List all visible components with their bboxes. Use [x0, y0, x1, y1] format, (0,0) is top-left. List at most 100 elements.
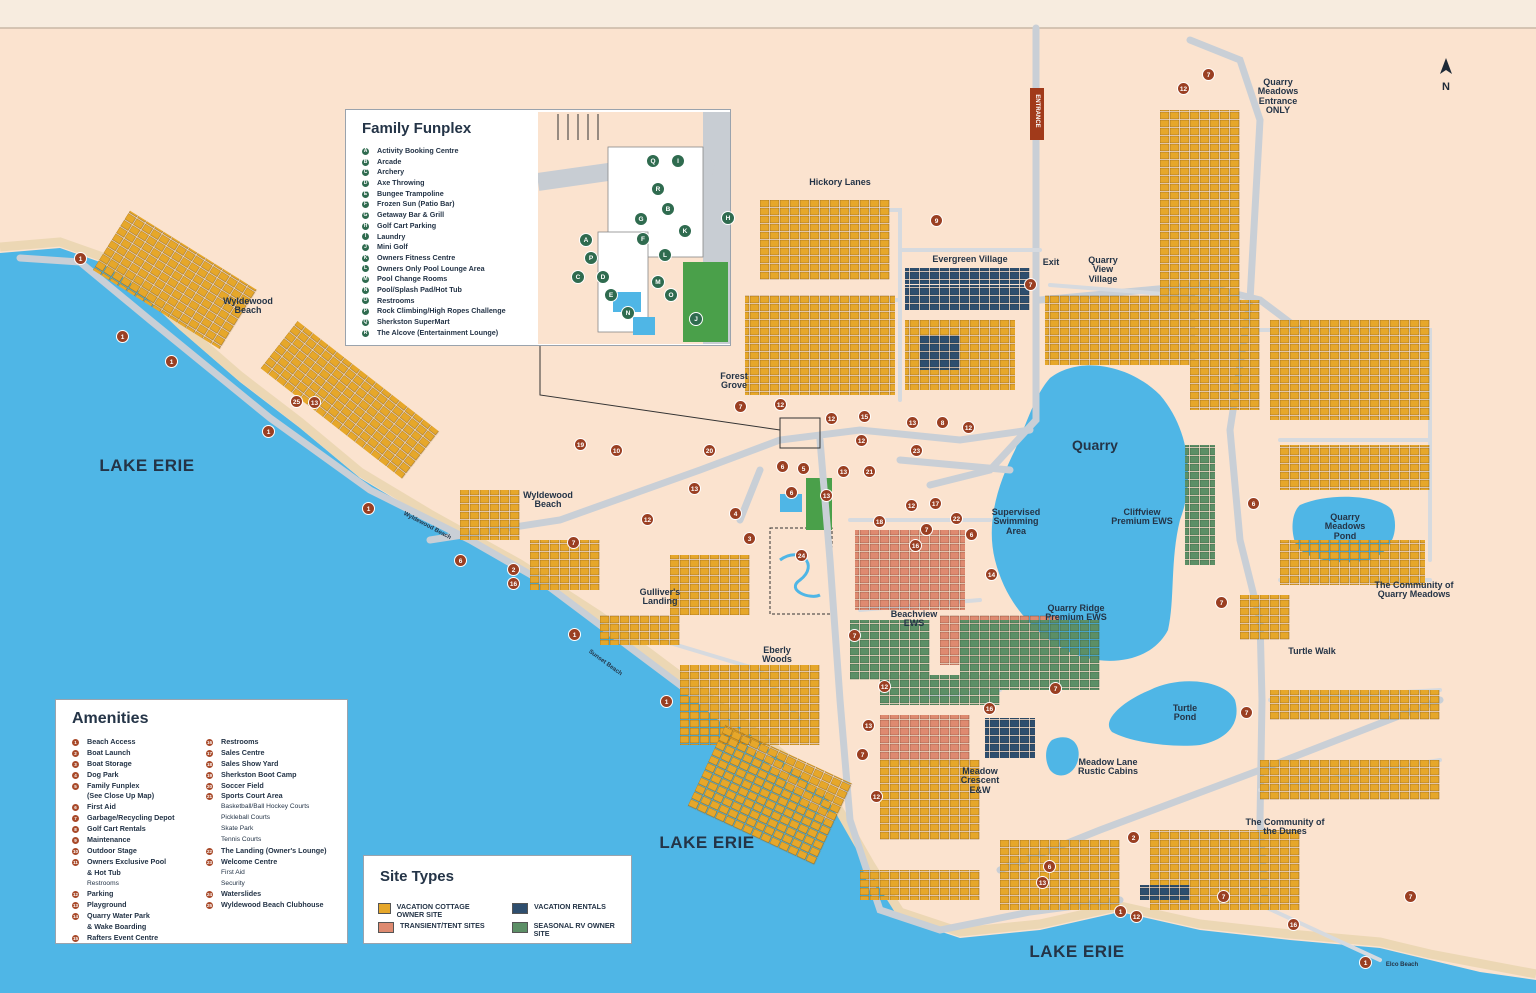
amenity-pin[interactable]: 12 — [878, 680, 891, 693]
funplex-item-label: Mini Golf — [377, 242, 408, 252]
amenity-pin[interactable]: 25 — [290, 395, 303, 408]
amenity-pin[interactable]: 12 — [774, 398, 787, 411]
amenity-number-marker: 6 — [72, 804, 79, 812]
funplex-map-pin-h[interactable]: H — [721, 211, 735, 225]
funplex-item-label: Sherkston SuperMart — [377, 317, 450, 326]
amenity-pin[interactable]: 6 — [776, 460, 789, 473]
funplex-map-pin-k[interactable]: K — [678, 224, 692, 238]
funplex-map-pin-o[interactable]: O — [664, 288, 678, 302]
lake-erie-water — [0, 248, 1536, 993]
amenity-pin[interactable]: 7 — [1215, 596, 1228, 609]
amenity-pin[interactable]: 14 — [985, 568, 998, 581]
amenity-pin[interactable]: 16 — [983, 702, 996, 715]
amenity-pin[interactable]: 4 — [729, 507, 742, 520]
amenity-pin[interactable]: 7 — [1240, 706, 1253, 719]
amenity-pin[interactable]: 7 — [1049, 682, 1062, 695]
funplex-map-pin-e[interactable]: E — [604, 288, 618, 302]
funplex-map-pin-c[interactable]: C — [571, 270, 585, 284]
amenity-pin[interactable]: 12 — [825, 412, 838, 425]
amenity-pin[interactable]: 12 — [905, 499, 918, 512]
amenity-pin[interactable]: 6 — [785, 486, 798, 499]
funplex-map-pin-a[interactable]: A — [579, 233, 593, 247]
funplex-map-pin-i[interactable]: I — [671, 154, 685, 168]
amenity-pin[interactable]: 9 — [930, 214, 943, 227]
amenity-pin[interactable]: 23 — [910, 444, 923, 457]
amenity-pin[interactable]: 13 — [308, 396, 321, 409]
amenity-pin[interactable]: 7 — [1202, 68, 1215, 81]
funplex-letter-marker: Q — [362, 318, 369, 326]
funplex-map-pin-d[interactable]: D — [596, 270, 610, 284]
amenity-pin[interactable]: 12 — [962, 421, 975, 434]
amenity-pin[interactable]: 7 — [1024, 278, 1037, 291]
amenity-pin[interactable]: 13 — [820, 489, 833, 502]
meadow-crescent-label: Meadow Crescent E&W — [960, 766, 1000, 795]
amenity-pin[interactable]: 7 — [920, 523, 933, 536]
funplex-map-pin-n[interactable]: N — [621, 306, 635, 320]
funplex-map-pin-j[interactable]: J — [689, 312, 703, 326]
funplex-map-pin-g[interactable]: G — [634, 212, 648, 226]
lake-erie-south-label: LAKE ERIE — [659, 833, 755, 852]
amenity-pin[interactable]: 19 — [574, 438, 587, 451]
funplex-map-pin-r[interactable]: R — [651, 182, 665, 196]
amenity-pin[interactable]: 1 — [1359, 956, 1372, 969]
amenity-pin[interactable]: 1 — [262, 425, 275, 438]
amenity-pin[interactable]: 12 — [1177, 82, 1190, 95]
amenity-pin[interactable]: 3 — [743, 532, 756, 545]
amenity-pin[interactable]: 20 — [703, 444, 716, 457]
hickory-lanes-label: Hickory Lanes — [809, 177, 871, 187]
amenity-pin[interactable]: 1 — [1114, 905, 1127, 918]
amenity-pin[interactable]: 15 — [858, 410, 871, 423]
amenity-pin[interactable]: 7 — [856, 748, 869, 761]
amenity-pin[interactable]: 7 — [567, 536, 580, 549]
amenity-pin[interactable]: 6 — [1247, 497, 1260, 510]
funplex-map-pin-p[interactable]: P — [584, 251, 598, 265]
amenity-pin[interactable]: 1 — [568, 628, 581, 641]
amenity-pin[interactable]: 13 — [837, 465, 850, 478]
amenity-pin[interactable]: 7 — [1404, 890, 1417, 903]
amenity-pin[interactable]: 6 — [965, 528, 978, 541]
amenity-pin[interactable]: 21 — [863, 465, 876, 478]
amenity-pin[interactable]: 2 — [1127, 831, 1140, 844]
funplex-map-pin-m[interactable]: M — [651, 275, 665, 289]
amenity-pin[interactable]: 12 — [1130, 910, 1143, 923]
amenity-pin[interactable]: 7 — [734, 400, 747, 413]
funplex-map-pin-b[interactable]: B — [661, 202, 675, 216]
amenity-pin[interactable]: 18 — [873, 515, 886, 528]
amenity-pin[interactable]: 24 — [795, 549, 808, 562]
amenity-pin[interactable]: 1 — [74, 252, 87, 265]
amenity-pin[interactable]: 13 — [688, 482, 701, 495]
amenity-pin[interactable]: 1 — [362, 502, 375, 515]
amenity-number-marker: 21 — [206, 793, 213, 801]
amenity-pin[interactable]: 1 — [660, 695, 673, 708]
amenity-pin[interactable]: 13 — [862, 719, 875, 732]
wyldewood-beach-top-label: Wyldewood Beach — [223, 296, 273, 316]
amenity-pin[interactable]: 16 — [1287, 918, 1300, 931]
amenity-pin[interactable]: 6 — [1043, 860, 1056, 873]
funplex-map-pin-f[interactable]: F — [636, 232, 650, 246]
amenity-pin[interactable]: 13 — [906, 416, 919, 429]
funplex-map-pin-l[interactable]: L — [658, 248, 672, 262]
amenity-pin[interactable]: 13 — [1036, 876, 1049, 889]
amenity-pin[interactable]: 7 — [848, 629, 861, 642]
amenity-item: Basketball/Ball Hockey Courts — [206, 802, 327, 813]
amenity-pin[interactable]: 16 — [909, 539, 922, 552]
amenity-pin[interactable]: 2 — [507, 563, 520, 576]
amenity-number-marker: 7 — [72, 815, 79, 823]
amenity-pin[interactable]: 16 — [507, 577, 520, 590]
amenity-pin[interactable]: 10 — [610, 444, 623, 457]
amenity-pin[interactable]: 8 — [936, 416, 949, 429]
amenity-pin[interactable]: 7 — [1217, 890, 1230, 903]
amenity-pin[interactable]: 17 — [929, 497, 942, 510]
amenity-pin[interactable]: 12 — [870, 790, 883, 803]
amenity-pin[interactable]: 1 — [116, 330, 129, 343]
amenity-pin[interactable]: 5 — [797, 462, 810, 475]
funplex-map-pin-q[interactable]: Q — [646, 154, 660, 168]
amenity-pin[interactable]: 22 — [950, 512, 963, 525]
amenity-pin[interactable]: 12 — [855, 434, 868, 447]
amenity-pin[interactable]: 6 — [454, 554, 467, 567]
amenity-pin[interactable]: 12 — [641, 513, 654, 526]
amenity-pin[interactable]: 1 — [165, 355, 178, 368]
